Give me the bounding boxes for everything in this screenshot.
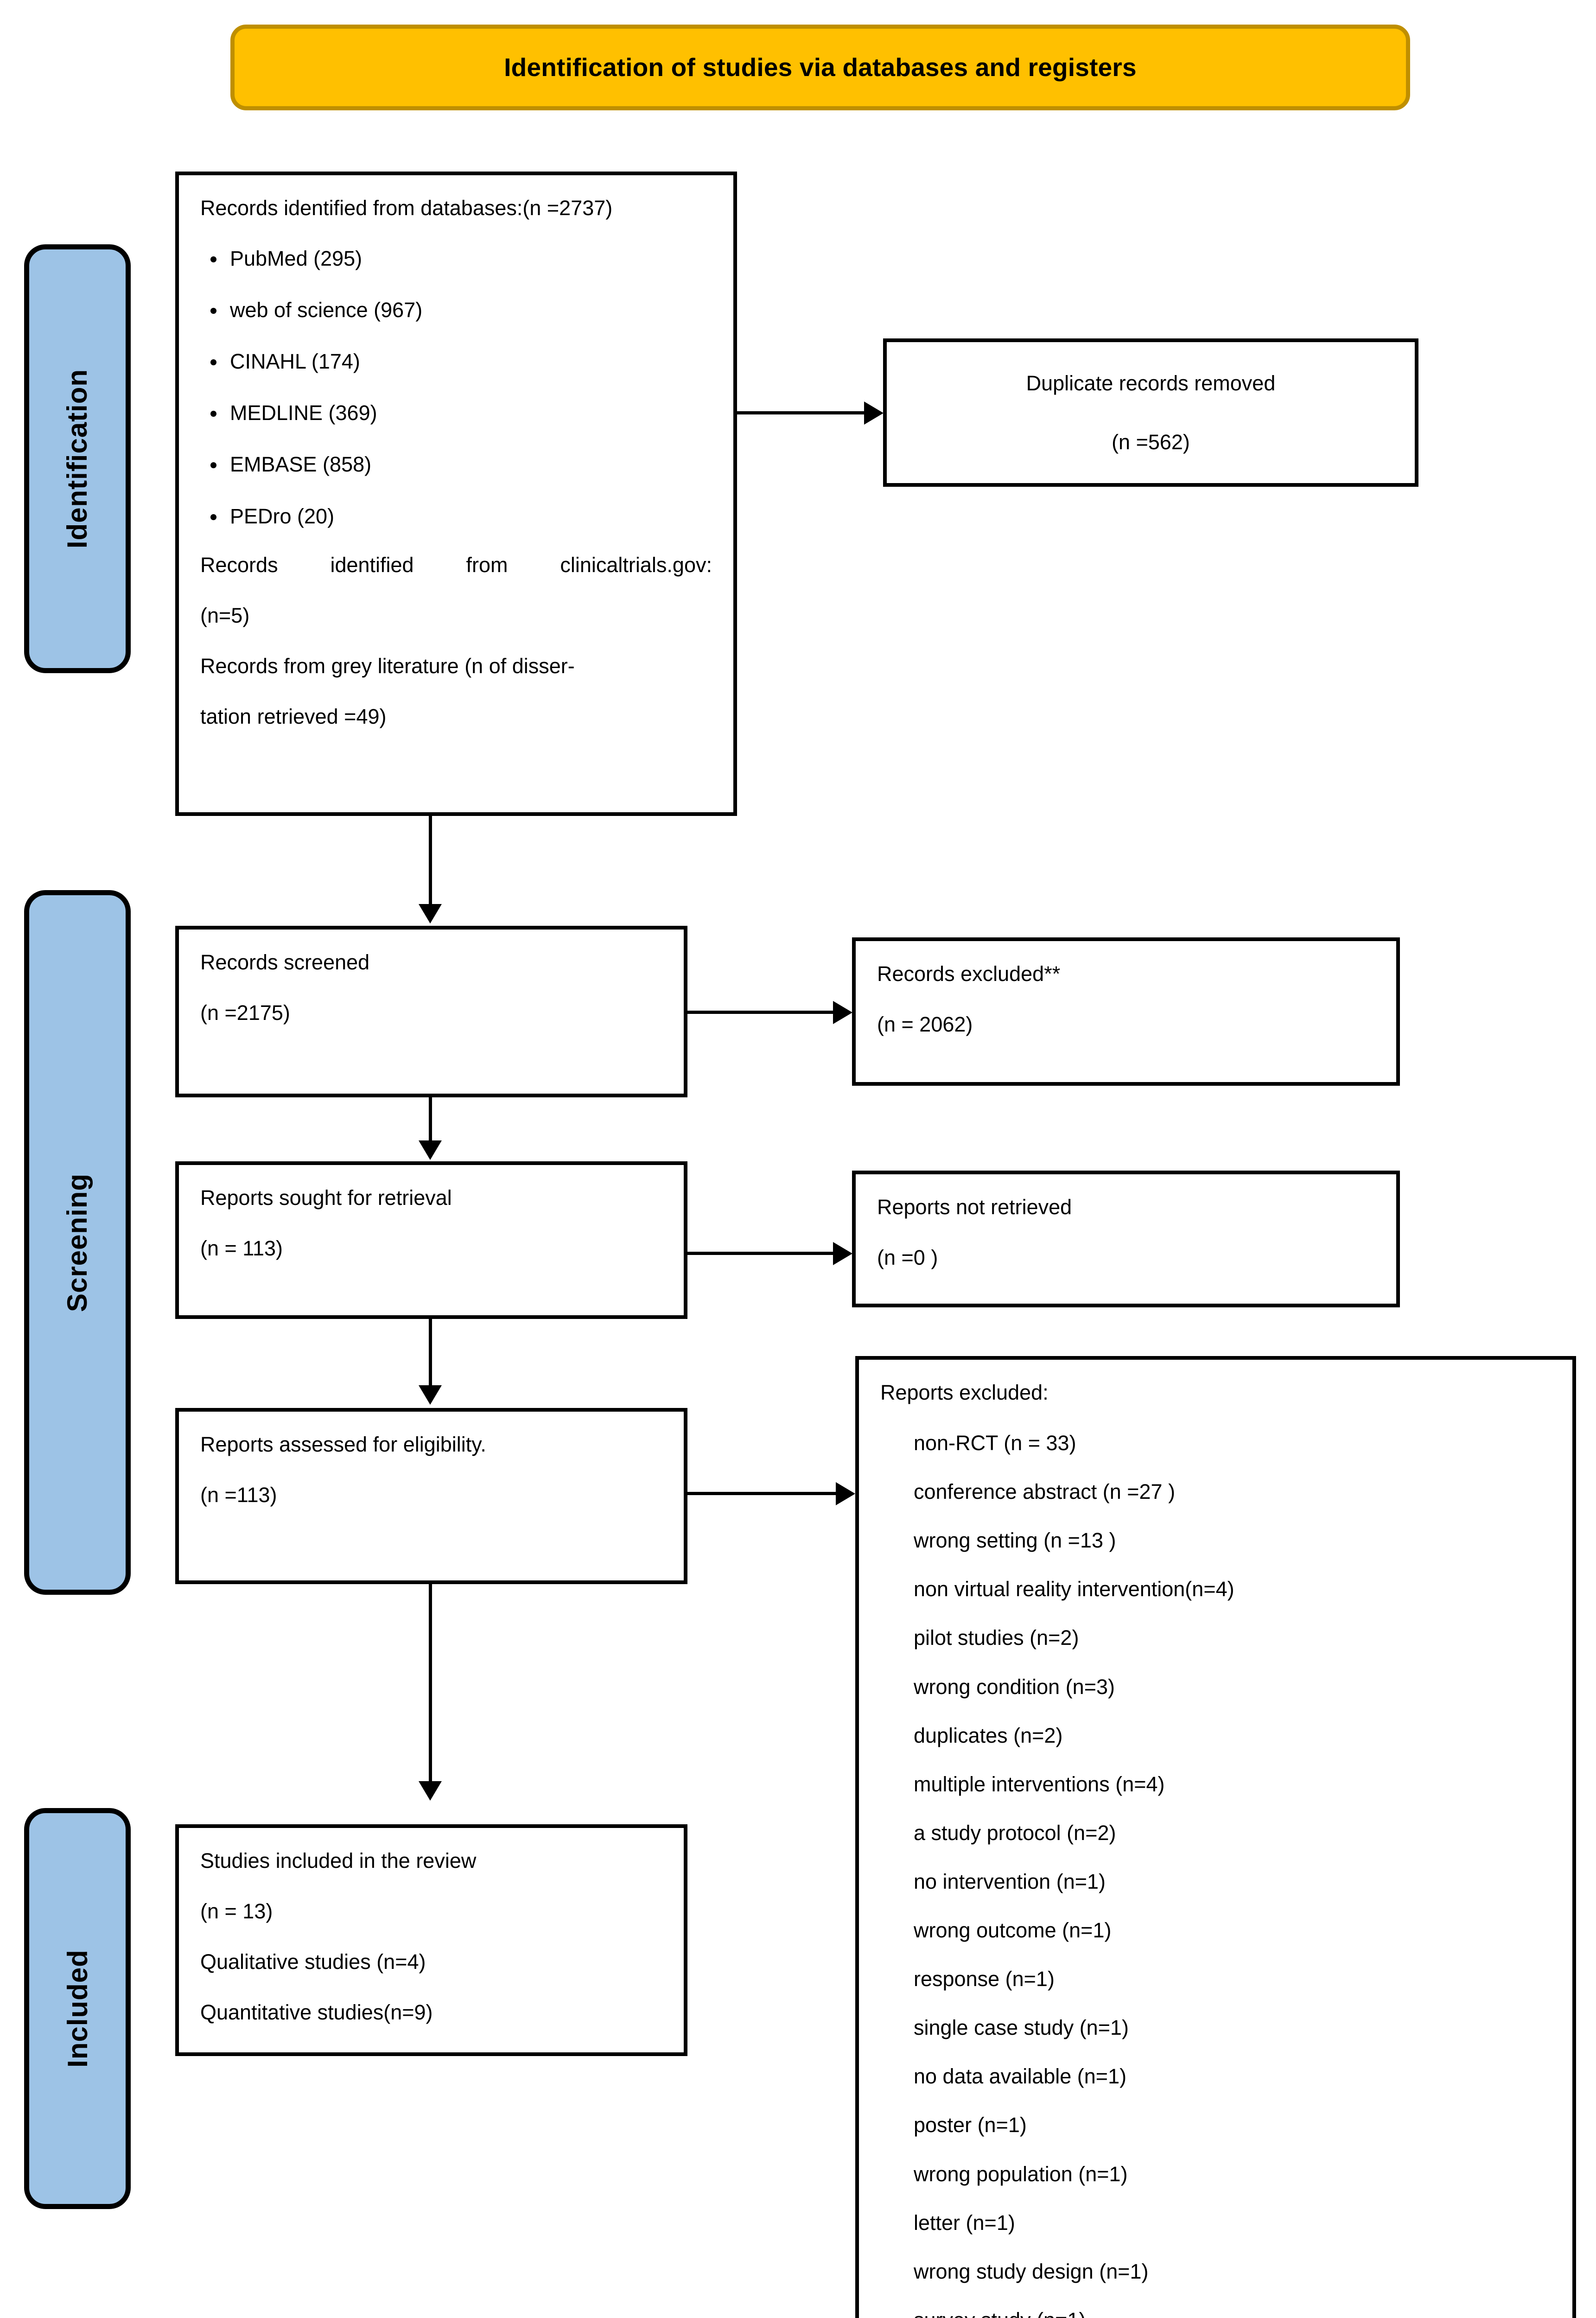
box-reports-assessed-for-eligibility: Reports assessed for eligibility. (n =11… — [175, 1408, 687, 1584]
records-excluded-label: Records excluded** — [877, 962, 1061, 986]
stage-tab-identification: Identification — [24, 244, 131, 673]
box-reports-sought-for-retrieval: Reports sought for retrieval (n = 113) — [175, 1161, 687, 1319]
connector-sought-to-assessed — [429, 1319, 432, 1388]
list-item: single case study (n=1) — [914, 2016, 1129, 2040]
list-item: wrong outcome (n=1) — [914, 1918, 1112, 1942]
connector-identified-to-screened — [429, 816, 432, 906]
duplicates-label: Duplicate records removed — [1026, 371, 1276, 395]
list-item: survey study (n=1) — [914, 2308, 1551, 2318]
quantitative-count: Quantitative studies(n=9) — [200, 2000, 433, 2025]
list-item: PubMed (295) — [200, 246, 712, 271]
stage-label-identification: Identification — [62, 369, 93, 549]
connector-screened-to-sought — [429, 1097, 432, 1143]
connector-identified-to-duplicates — [737, 411, 864, 414]
arrow-screened-to-sought — [419, 1140, 442, 1160]
arrow-identified-to-screened — [419, 904, 442, 923]
list-item: wrong population (n=1) — [914, 2162, 1128, 2186]
arrow-assessed-to-included — [419, 1781, 442, 1801]
list-item: poster (n=1) — [914, 2113, 1027, 2137]
list-item: no intervention (n=1) — [914, 1869, 1106, 1893]
registers-line: Records identified from clinicaltrials.g… — [200, 553, 712, 577]
connector-assessed-to-included — [429, 1584, 432, 1783]
box-records-screened: Records screened (n =2175) — [175, 926, 687, 1097]
list-item: pilot studies (n=2) — [914, 1626, 1079, 1650]
sought-label: Reports sought for retrieval — [200, 1186, 452, 1210]
list-item: wrong condition (n=3) — [914, 1675, 1115, 1699]
database-counts-list: PubMed (295) web of science (967) CINAHL… — [200, 246, 712, 529]
stage-tab-screening: Screening — [24, 890, 131, 1595]
list-item: a study protocol (n=2) — [914, 1821, 1116, 1845]
exclusion-reasons-list: non-RCT (n = 33) conference abstract (n … — [880, 1431, 1551, 2318]
list-item: EMBASE (858) — [200, 452, 712, 477]
included-count: (n = 13) — [200, 1899, 273, 1923]
list-item: PEDro (20) — [200, 504, 712, 529]
screened-count: (n =2175) — [200, 1001, 290, 1025]
list-item: no data available (n=1) — [914, 2064, 1127, 2089]
registers-count: (n=5) — [200, 603, 250, 627]
list-item: MEDLINE (369) — [200, 401, 712, 425]
list-item: conference abstract (n =27 ) — [914, 1480, 1176, 1504]
list-item: duplicates (n=2) — [914, 1723, 1063, 1747]
assessed-label: Reports assessed for eligibility. — [200, 1433, 486, 1456]
assessed-count: (n =113) — [200, 1483, 277, 1507]
qualitative-count: Qualitative studies (n=4) — [200, 1950, 426, 1974]
stage-tab-included: Included — [24, 1808, 131, 2209]
diagram-header-banner: Identification of studies via databases … — [230, 25, 1410, 110]
list-item: multiple interventions (n=4) — [914, 1772, 1165, 1796]
box-duplicate-records-removed: Duplicate records removed (n =562) — [883, 338, 1418, 487]
list-item: CINAHL (174) — [200, 349, 712, 374]
connector-sought-to-not-retrieved — [687, 1252, 833, 1255]
stage-label-screening: Screening — [62, 1173, 93, 1312]
reports-excluded-heading: Reports excluded: — [880, 1381, 1049, 1404]
not-retrieved-label: Reports not retrieved — [877, 1195, 1072, 1219]
list-item: non virtual reality intervention(n=4) — [914, 1577, 1234, 1601]
list-item: web of science (967) — [200, 298, 712, 322]
list-item: non-RCT (n = 33) — [914, 1431, 1076, 1455]
connector-assessed-to-reports-excluded — [687, 1492, 836, 1495]
box-records-excluded: Records excluded** (n = 2062) — [852, 937, 1400, 1086]
arrow-assessed-to-reports-excluded — [836, 1482, 855, 1505]
list-item: wrong study design (n=1) — [914, 2259, 1149, 2283]
box-reports-not-retrieved: Reports not retrieved (n =0 ) — [852, 1171, 1400, 1307]
list-item: wrong setting (n =13 ) — [914, 1528, 1116, 1553]
box-studies-included: Studies included in the review (n = 13) … — [175, 1824, 687, 2056]
page-title: Identification of studies via databases … — [504, 53, 1137, 82]
box-records-identified: Records identified from databases:(n =27… — [175, 172, 737, 816]
screened-label: Records screened — [200, 950, 370, 974]
sought-count: (n = 113) — [200, 1236, 283, 1261]
grey-literature-count: tation retrieved =49) — [200, 704, 387, 728]
included-label: Studies included in the review — [200, 1849, 477, 1872]
arrow-sought-to-not-retrieved — [833, 1242, 852, 1265]
box-reports-excluded-reasons: Reports excluded: non-RCT (n = 33) confe… — [855, 1356, 1576, 2318]
list-item: letter (n=1) — [914, 2210, 1015, 2235]
stage-label-included: Included — [62, 1949, 93, 2068]
duplicates-count: (n =562) — [1112, 430, 1190, 454]
records-excluded-count: (n = 2062) — [877, 1013, 973, 1037]
connector-screened-to-excluded — [687, 1011, 833, 1014]
list-item: response (n=1) — [914, 1967, 1055, 1991]
arrow-identified-to-duplicates — [864, 401, 884, 425]
not-retrieved-count: (n =0 ) — [877, 1246, 938, 1270]
arrow-sought-to-assessed — [419, 1385, 442, 1405]
grey-literature-line: Records from grey literature (n of disse… — [200, 654, 575, 678]
records-identified-heading: Records identified from databases:(n =27… — [200, 196, 613, 220]
arrow-screened-to-excluded — [833, 1001, 852, 1024]
